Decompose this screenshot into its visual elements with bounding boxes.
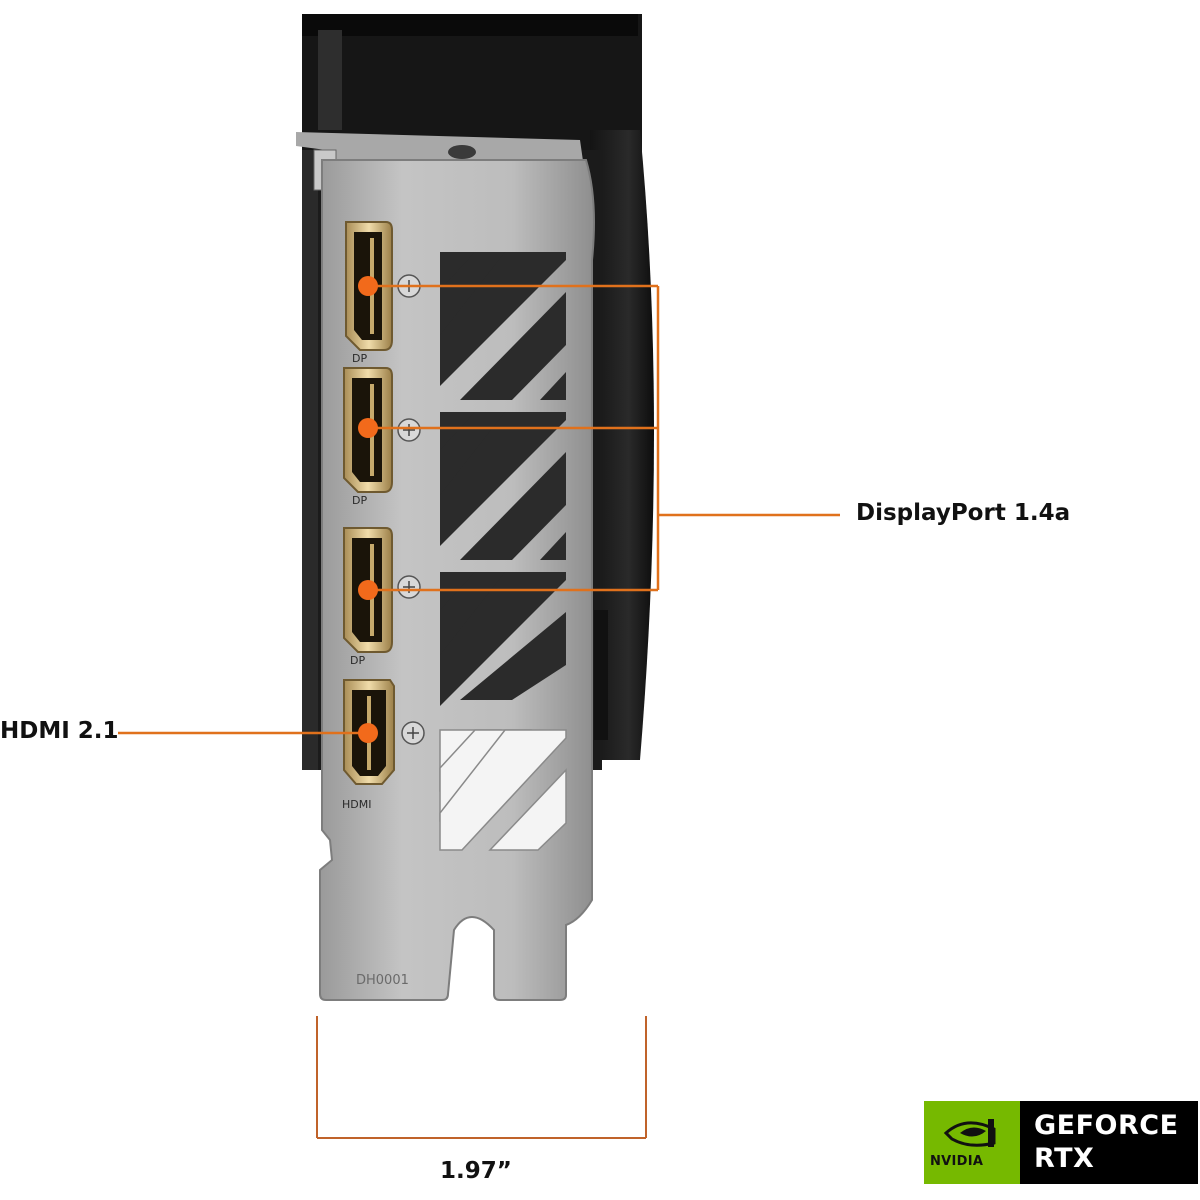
port-label-dp-2: DP — [352, 494, 367, 507]
displayport-label: DisplayPort 1.4a — [856, 500, 1071, 526]
port-label-hdmi: HDMI — [342, 798, 371, 811]
nvidia-logo: NVIDIA — [924, 1101, 1020, 1184]
width-label: 1.97” — [440, 1158, 512, 1184]
badge-line-rtx: RTX — [1034, 1143, 1095, 1174]
bracket-stamp: DH0001 — [356, 973, 409, 988]
nvidia-eye-icon — [943, 1119, 996, 1147]
vent-slots — [440, 252, 566, 706]
port-label-dp-3: DP — [350, 654, 365, 667]
geforce-rtx-wordmark: GEFORCE RTX — [1020, 1101, 1198, 1184]
nvidia-wordmark: NVIDIA — [930, 1154, 984, 1169]
width-dimension — [316, 1016, 647, 1139]
port-label-dp-1: DP — [352, 352, 367, 365]
vent-slots-lower — [439, 729, 567, 851]
geforce-rtx-badge: NVIDIA GEFORCE RTX — [924, 1101, 1198, 1184]
displayport-callout — [368, 284, 840, 592]
hdmi-label: HDMI 2.1 — [0, 718, 119, 744]
badge-line-geforce: GEFORCE — [1034, 1110, 1179, 1141]
callout-dots — [358, 276, 378, 743]
